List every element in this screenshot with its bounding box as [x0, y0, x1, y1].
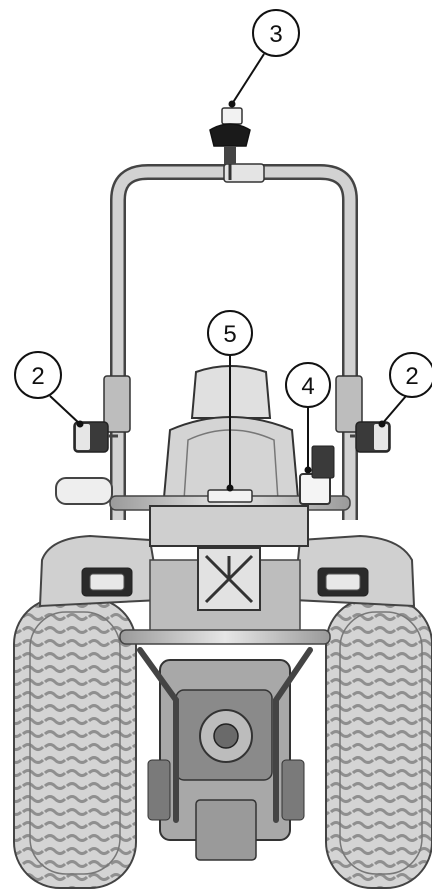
callout-2-left: 2 [14, 351, 62, 399]
leader-line-2-right [381, 395, 407, 425]
callout-4: 4 [285, 362, 331, 408]
leader-line-2-left [49, 395, 81, 425]
callout-4-label: 4 [301, 373, 314, 400]
callout-2-right-label: 2 [405, 363, 418, 390]
right-fender [292, 534, 416, 608]
callout-3: 3 [252, 9, 300, 57]
left-fender [38, 534, 162, 608]
left-rear-tire [13, 597, 137, 889]
callout-2-left-label: 2 [31, 363, 44, 390]
hitch-plate [197, 547, 261, 611]
callout-3-label: 3 [269, 21, 282, 48]
leader-line-3 [231, 53, 265, 105]
right-rear-tire [325, 597, 432, 889]
leader-lines [49, 53, 407, 492]
roll-bar [103, 163, 363, 520]
control-box [299, 445, 335, 505]
right-light-mount [350, 421, 391, 453]
rear-cross-member [109, 489, 351, 547]
callout-5-label: 5 [223, 321, 236, 348]
beacon-light [209, 107, 251, 180]
left-light-mount [55, 421, 118, 505]
callout-2-right: 2 [389, 352, 432, 398]
callout-5: 5 [207, 310, 253, 356]
